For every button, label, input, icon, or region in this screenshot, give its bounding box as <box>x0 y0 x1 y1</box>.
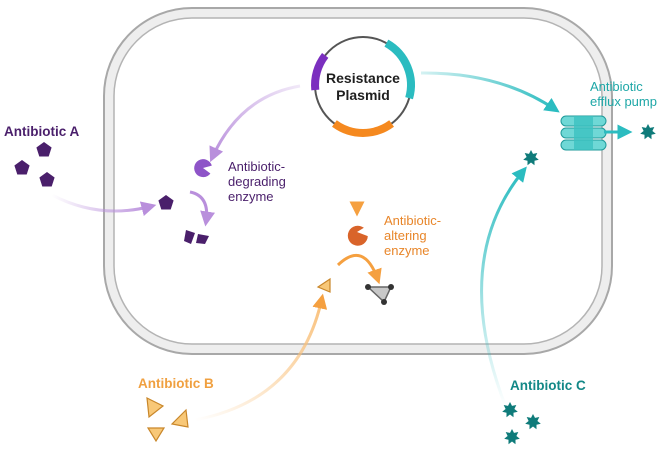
arrow-antibiotic-b-entry <box>194 293 328 422</box>
antibiotic-c-star <box>504 429 520 445</box>
degrading-enzyme-label: Antibiotic- degrading enzyme <box>228 159 286 204</box>
arrow-antibiotic-c-entry <box>480 166 527 406</box>
arrow-alteration <box>336 254 382 285</box>
antibiotic-c-star <box>502 402 518 418</box>
antibiotic-b-triangle <box>146 427 166 443</box>
plasmid-gene-teal <box>384 39 415 100</box>
altering-enzyme-icon <box>347 225 368 246</box>
degrading-enzyme-icon <box>194 159 212 178</box>
altering-enzyme-label: Antibiotic- altering enzyme <box>384 213 442 258</box>
efflux-pump-label: Antibiotic efflux pump <box>590 79 657 109</box>
resistance-plasmid <box>311 36 415 137</box>
antibiotic-b-triangle <box>170 408 189 428</box>
antibiotic-b-inside <box>316 277 331 293</box>
antibiotic-b-triangle <box>146 396 165 419</box>
efflux-pump-icon <box>560 115 607 151</box>
antibiotic-a-inside <box>158 195 174 210</box>
degraded-antibiotic-fragments-icon <box>184 230 209 244</box>
plasmid-gene-orange <box>332 120 394 137</box>
antibiotic-c-star <box>525 414 541 430</box>
antibiotic-c-inside <box>523 150 539 166</box>
antibiotic-a-label: Antibiotic A <box>4 124 80 139</box>
plasmid-label: Resistance Plasmid <box>326 70 400 103</box>
antibiotic-a-pentagon <box>39 172 55 187</box>
altered-antibiotic-icon <box>365 284 394 305</box>
antibiotic-a-pentagon <box>36 142 52 157</box>
antibiotic-a-molecules <box>14 142 55 187</box>
arrow-plasmid-to-degrading-enzyme <box>209 84 301 163</box>
antibiotic-c-label: Antibiotic C <box>510 378 586 393</box>
antibiotic-b-molecules <box>146 396 189 443</box>
arrow-antibiotic-a-entry <box>51 193 157 216</box>
arrow-plasmid-to-efflux-pump <box>420 71 560 113</box>
plasmid-gene-purple <box>311 52 329 91</box>
antibiotic-a-pentagon <box>14 160 30 175</box>
arrow-degradation <box>189 190 216 227</box>
antibiotic-b-label: Antibiotic B <box>138 376 214 391</box>
antibiotic-c-expelled <box>640 124 656 140</box>
